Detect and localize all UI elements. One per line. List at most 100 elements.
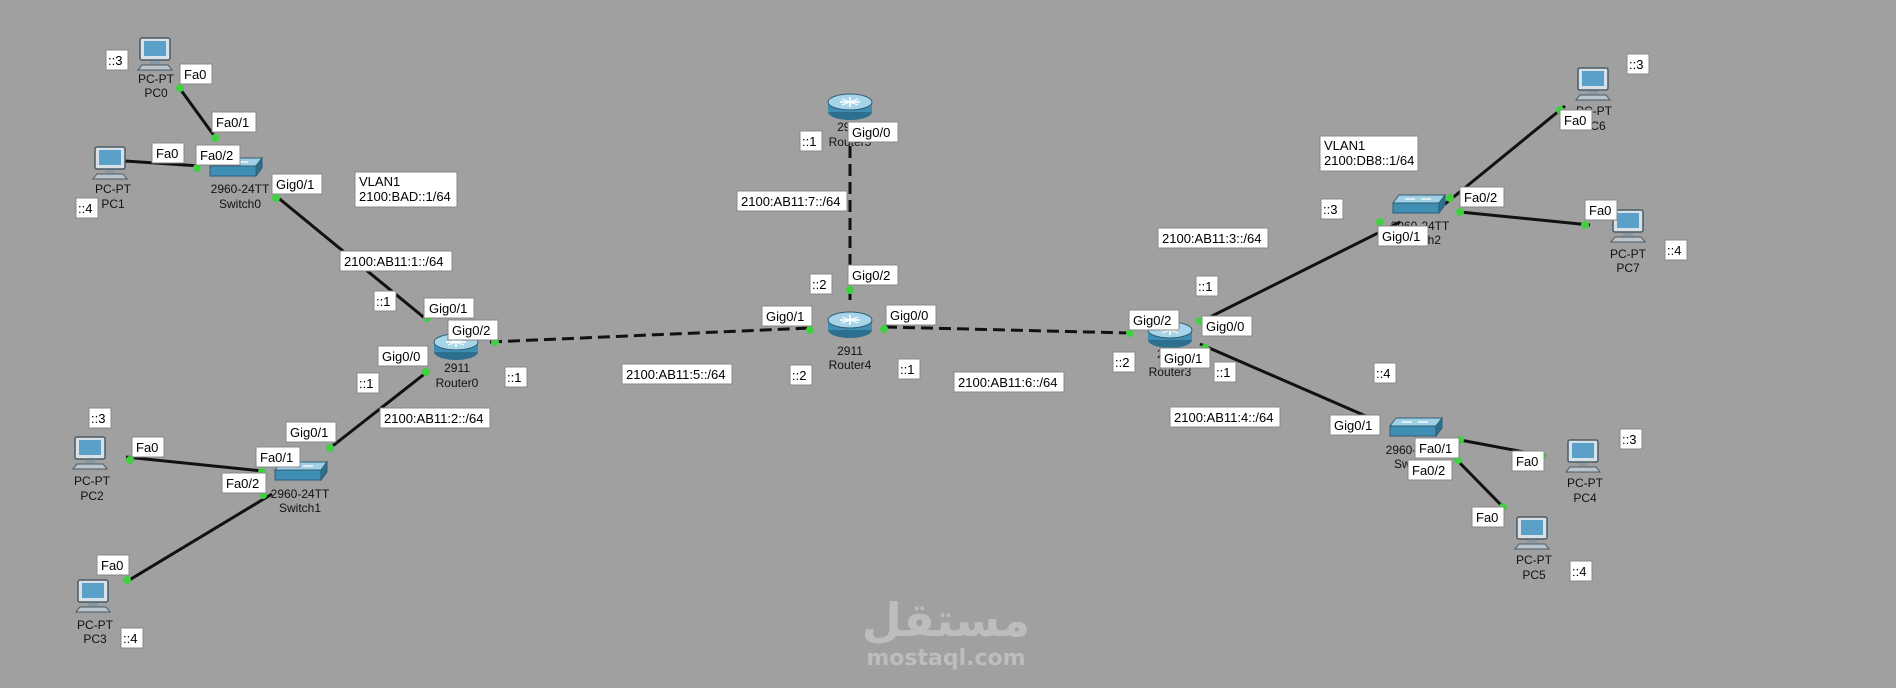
port-label: Fa0	[1476, 510, 1498, 525]
device-pc4[interactable]: PC-PT PC4	[1565, 439, 1604, 505]
port-label: Fa0/2	[226, 476, 259, 491]
port-label: Gig0/2	[1133, 313, 1171, 328]
device-type: PC-PT	[95, 182, 132, 196]
port-label: Fa0	[1589, 203, 1611, 218]
switch-icon	[1392, 194, 1446, 214]
subnet-label: 2100:AB11:6::/64	[958, 375, 1058, 390]
vlan-note: 2100:BAD::1/64	[359, 189, 451, 204]
subnet-label: 2100:AB11:2::/64	[384, 411, 484, 426]
device-type: 2911	[444, 361, 470, 375]
port-label: Gig0/1	[766, 309, 804, 324]
device-name: PC5	[1522, 568, 1546, 582]
address-label: ::2	[1115, 355, 1129, 370]
port-label: Gig0/1	[1382, 229, 1420, 244]
link-switch2-pc7[interactable]	[1459, 210, 1591, 227]
link-pc2-switch1[interactable]	[125, 455, 263, 473]
address-label: ::1	[900, 362, 914, 377]
watermark-latin: mostaql.com	[866, 646, 1025, 671]
address-label: ::1	[359, 376, 373, 391]
address-labels: ::3 ::4 ::3 ::4 ::1 ::1 ::1 ::1 ::2 ::2 …	[75, 49, 1688, 649]
device-pc5[interactable]: PC-PT PC5	[1514, 516, 1553, 582]
port-indicators	[109, 84, 1589, 584]
port-label: Fa0	[1516, 454, 1538, 469]
address-label: ::4	[1667, 243, 1681, 258]
port-label: Fa0	[136, 440, 158, 455]
port-label: Fa0	[1564, 113, 1586, 128]
pc-icon	[1514, 516, 1550, 550]
device-switch0[interactable]: 2960-24TT Switch0	[209, 157, 270, 211]
port-label: Gig0/2	[452, 323, 490, 338]
link-router0-router4[interactable]	[489, 326, 811, 344]
device-name: PC1	[101, 197, 125, 211]
pc-icon	[75, 579, 111, 613]
device-type: 2960-24TT	[271, 487, 330, 501]
port-label: Fa0	[156, 146, 178, 161]
address-label: ::3	[1323, 202, 1337, 217]
device-pc2[interactable]: PC-PT PC2	[72, 436, 111, 503]
address-label: ::4	[123, 631, 137, 646]
device-name: PC0	[144, 86, 168, 100]
link-router3-switch3[interactable]	[1199, 342, 1376, 422]
port-label: Fa0/1	[260, 450, 293, 465]
link-router3-switch2[interactable]	[1199, 220, 1401, 324]
router-icon	[827, 311, 873, 339]
device-name: Router0	[436, 376, 479, 390]
device-type: PC-PT	[138, 72, 175, 86]
device-name: PC7	[1616, 261, 1640, 275]
link-router4-router3[interactable]	[884, 325, 1131, 335]
device-type: 2911	[837, 344, 863, 358]
link-switch1-router0[interactable]	[329, 370, 428, 450]
address-label: ::4	[1572, 564, 1586, 579]
router-icon	[827, 93, 873, 121]
watermark: مستقل mostaql.com	[862, 593, 1030, 671]
port-label: Gig0/1	[429, 301, 467, 316]
link-pc3-switch1[interactable]	[125, 492, 273, 584]
address-label: ::2	[812, 277, 826, 292]
port-label: Gig0/0	[852, 125, 890, 140]
device-switch1[interactable]: 2960-24TT Switch1	[271, 461, 330, 515]
port-label: Fa0/2	[1464, 190, 1497, 205]
port-label: Fa0	[184, 67, 206, 82]
device-router0[interactable]: 2911 Router0	[433, 333, 479, 390]
pc-icon	[92, 146, 128, 180]
network-notes: VLAN1 2100:BAD::1/64 VLAN1 2100:DB8::1/6…	[339, 135, 1419, 429]
pc-icon	[137, 37, 173, 71]
port-label: Gig0/0	[890, 308, 928, 323]
port-label: Gig0/1	[1334, 418, 1372, 433]
address-label: ::1	[507, 370, 521, 385]
device-type: PC-PT	[74, 474, 111, 488]
port-labels: Fa0 Fa0/1 Fa0 Fa0/2 Gig0/1 Gig0/1 Gig0/2…	[96, 63, 1618, 576]
device-pc3[interactable]: PC-PT PC3	[75, 579, 114, 646]
pc-icon	[1575, 67, 1611, 101]
address-label: ::4	[78, 201, 92, 216]
link-pc0-switch0[interactable]	[176, 85, 217, 138]
device-pc0[interactable]: PC-PT PC0	[137, 37, 175, 100]
subnet-label: 2100:AB11:3::/64	[1162, 231, 1262, 246]
port-label: Gig0/1	[276, 177, 314, 192]
port-label: Fa0/2	[200, 148, 233, 163]
vlan-note: 2100:DB8::1/64	[1324, 153, 1414, 168]
address-label: ::3	[91, 411, 105, 426]
device-type: PC-PT	[1516, 553, 1553, 567]
switch-icon	[1389, 417, 1443, 437]
pc-icon	[1565, 439, 1601, 473]
device-type: PC-PT	[77, 618, 114, 632]
device-pc1[interactable]: PC-PT PC1	[92, 146, 132, 211]
device-name: Switch1	[279, 501, 321, 515]
device-pc7[interactable]: PC-PT PC7	[1610, 209, 1647, 275]
address-label: ::1	[1198, 279, 1212, 294]
link-switch3-pc5[interactable]	[1453, 456, 1507, 511]
device-name: Switch0	[219, 197, 261, 211]
address-label: ::2	[792, 368, 806, 383]
address-label: ::1	[1216, 365, 1230, 380]
pc-icon	[72, 436, 108, 470]
address-label: ::3	[1622, 432, 1636, 447]
device-type: 2960-24TT	[211, 182, 270, 196]
device-name: PC3	[83, 632, 107, 646]
port-label: Fa0/1	[216, 115, 249, 130]
device-name: PC4	[1573, 491, 1597, 505]
device-router4[interactable]: 2911 Router4	[827, 311, 873, 372]
address-label: ::4	[1376, 366, 1390, 381]
port-label: Fa0/2	[1412, 463, 1445, 478]
